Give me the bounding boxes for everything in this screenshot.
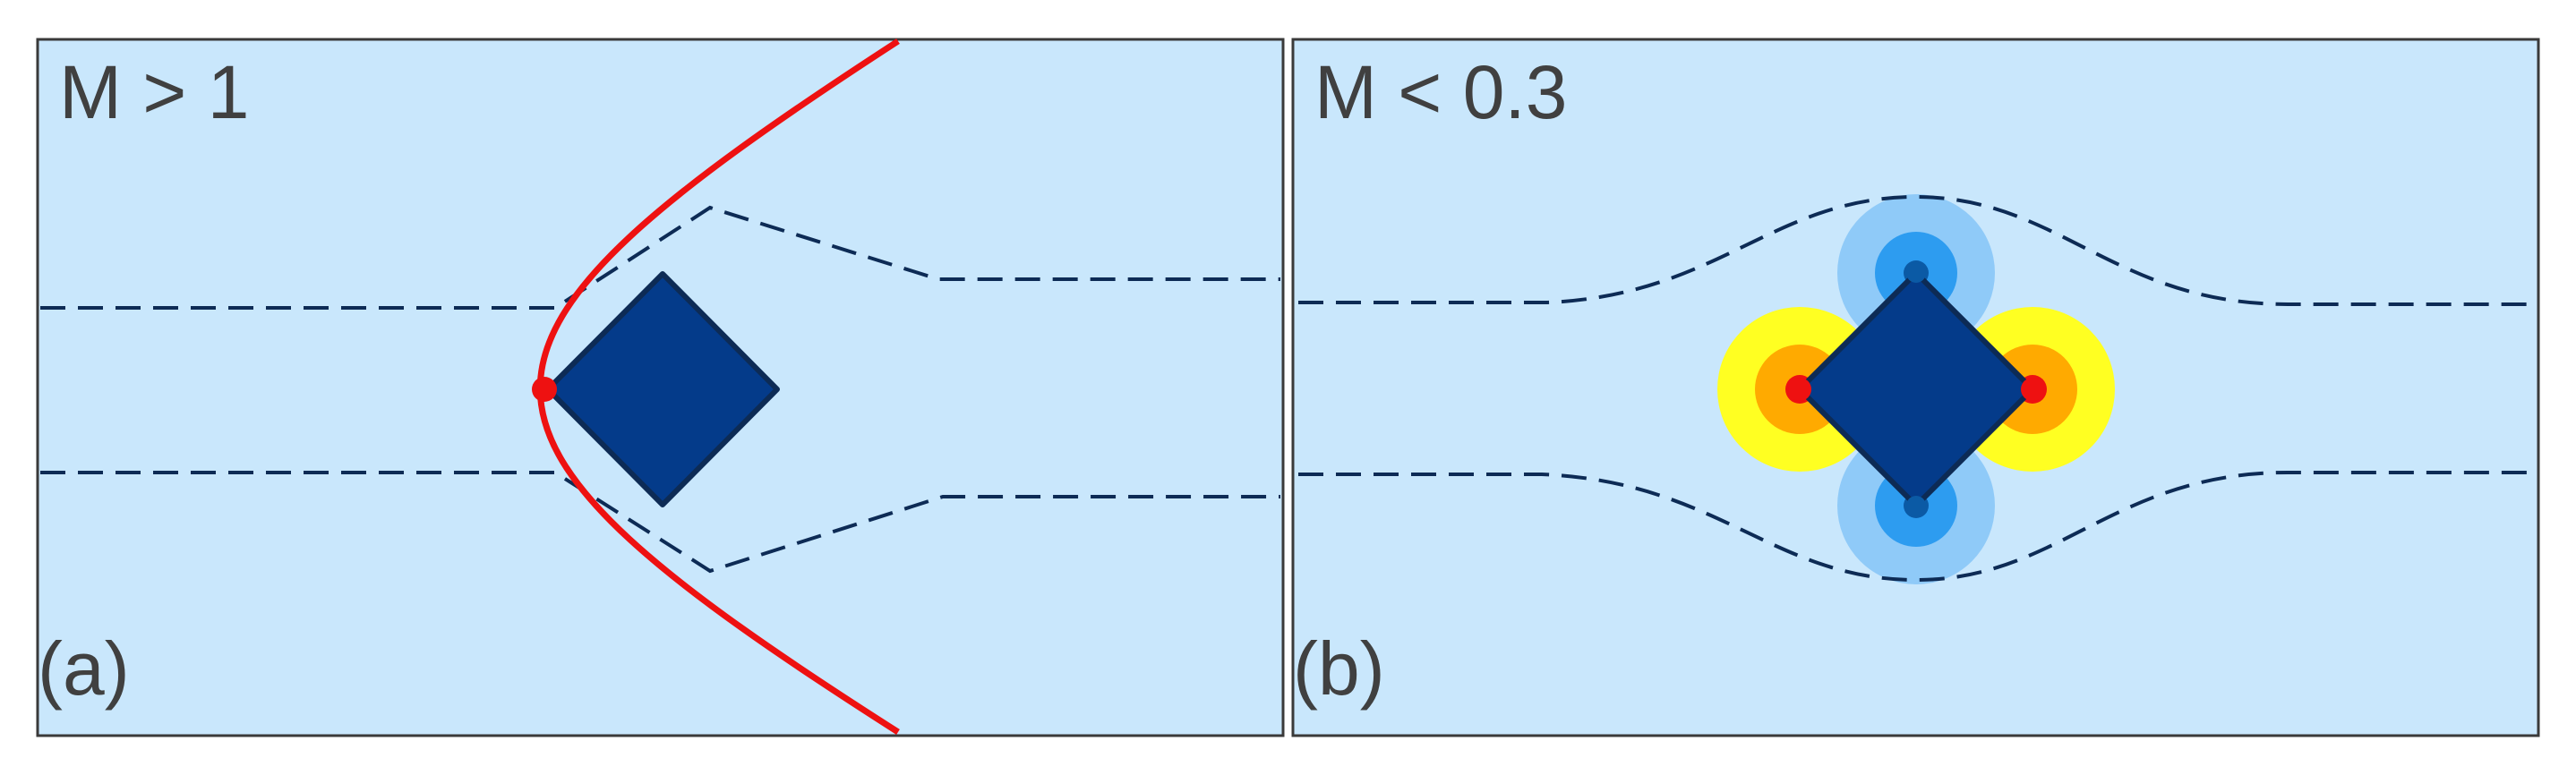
diamond-body [545, 271, 780, 507]
stagnation-point [532, 377, 557, 402]
vertex-dot-top [1906, 263, 1926, 283]
panel-label-a: (a) [38, 626, 130, 711]
vertex-dot-right [2021, 378, 2044, 401]
vertex-dot-left [1788, 378, 1811, 401]
panel-a: M > 1 (a) [36, 38, 1285, 737]
streamline-upper-b [1298, 194, 2536, 306]
regime-label-a: M > 1 [59, 50, 249, 134]
streamline-lower [40, 471, 1280, 574]
vertex-dot-bottom [1906, 496, 1926, 515]
streamline-lower-b [1298, 471, 2536, 583]
regime-label-b: M < 0.3 [1314, 50, 1567, 134]
streamline-upper [40, 205, 1280, 310]
panel-b: M < 0.3 (b) [1291, 38, 2540, 737]
panel-label-b: (b) [1293, 626, 1385, 711]
